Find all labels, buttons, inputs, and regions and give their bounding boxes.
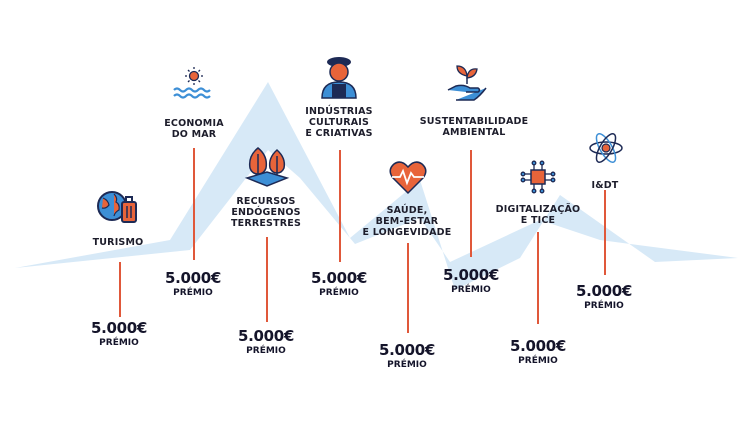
prize-amount: 5.000€ <box>509 337 567 355</box>
connector-line <box>193 148 195 260</box>
globe-luggage-icon <box>97 191 137 223</box>
category-title-idt: I&DT <box>591 180 619 191</box>
prize-amount: 5.000€ <box>310 269 368 287</box>
prize-amount: 5.000€ <box>442 266 500 284</box>
connector-line <box>407 243 409 333</box>
category-title-turismo: TURISMO <box>92 237 144 248</box>
prize-amount: 5.000€ <box>90 319 148 337</box>
prize-label: PRÉMIO <box>451 285 491 295</box>
prize-label: PRÉMIO <box>387 360 427 370</box>
connector-line <box>266 237 268 322</box>
prize-amount: 5.000€ <box>378 341 436 359</box>
prize-amount: 5.000€ <box>575 282 633 300</box>
circuit-chip-icon <box>520 160 556 194</box>
connector-line <box>119 262 121 317</box>
prize-amount: 5.000€ <box>164 269 222 287</box>
prize-label: PRÉMIO <box>584 301 624 311</box>
prize-amount: 5.000€ <box>237 327 295 345</box>
sun-waves-icon <box>173 67 211 99</box>
hand-plant-icon <box>447 65 487 101</box>
trees-field-icon <box>244 147 290 187</box>
connector-line <box>537 232 539 324</box>
prize-label: PRÉMIO <box>99 338 139 348</box>
connector-line <box>470 150 472 257</box>
atom-icon <box>589 133 623 163</box>
prize-label: PRÉMIO <box>319 288 359 298</box>
connector-line <box>339 150 341 262</box>
prize-label: PRÉMIO <box>246 346 286 356</box>
prize-label: PRÉMIO <box>173 288 213 298</box>
connector-line <box>604 190 606 275</box>
prize-label: PRÉMIO <box>518 356 558 366</box>
artist-icon <box>321 57 357 99</box>
heart-pulse-icon <box>389 161 427 195</box>
